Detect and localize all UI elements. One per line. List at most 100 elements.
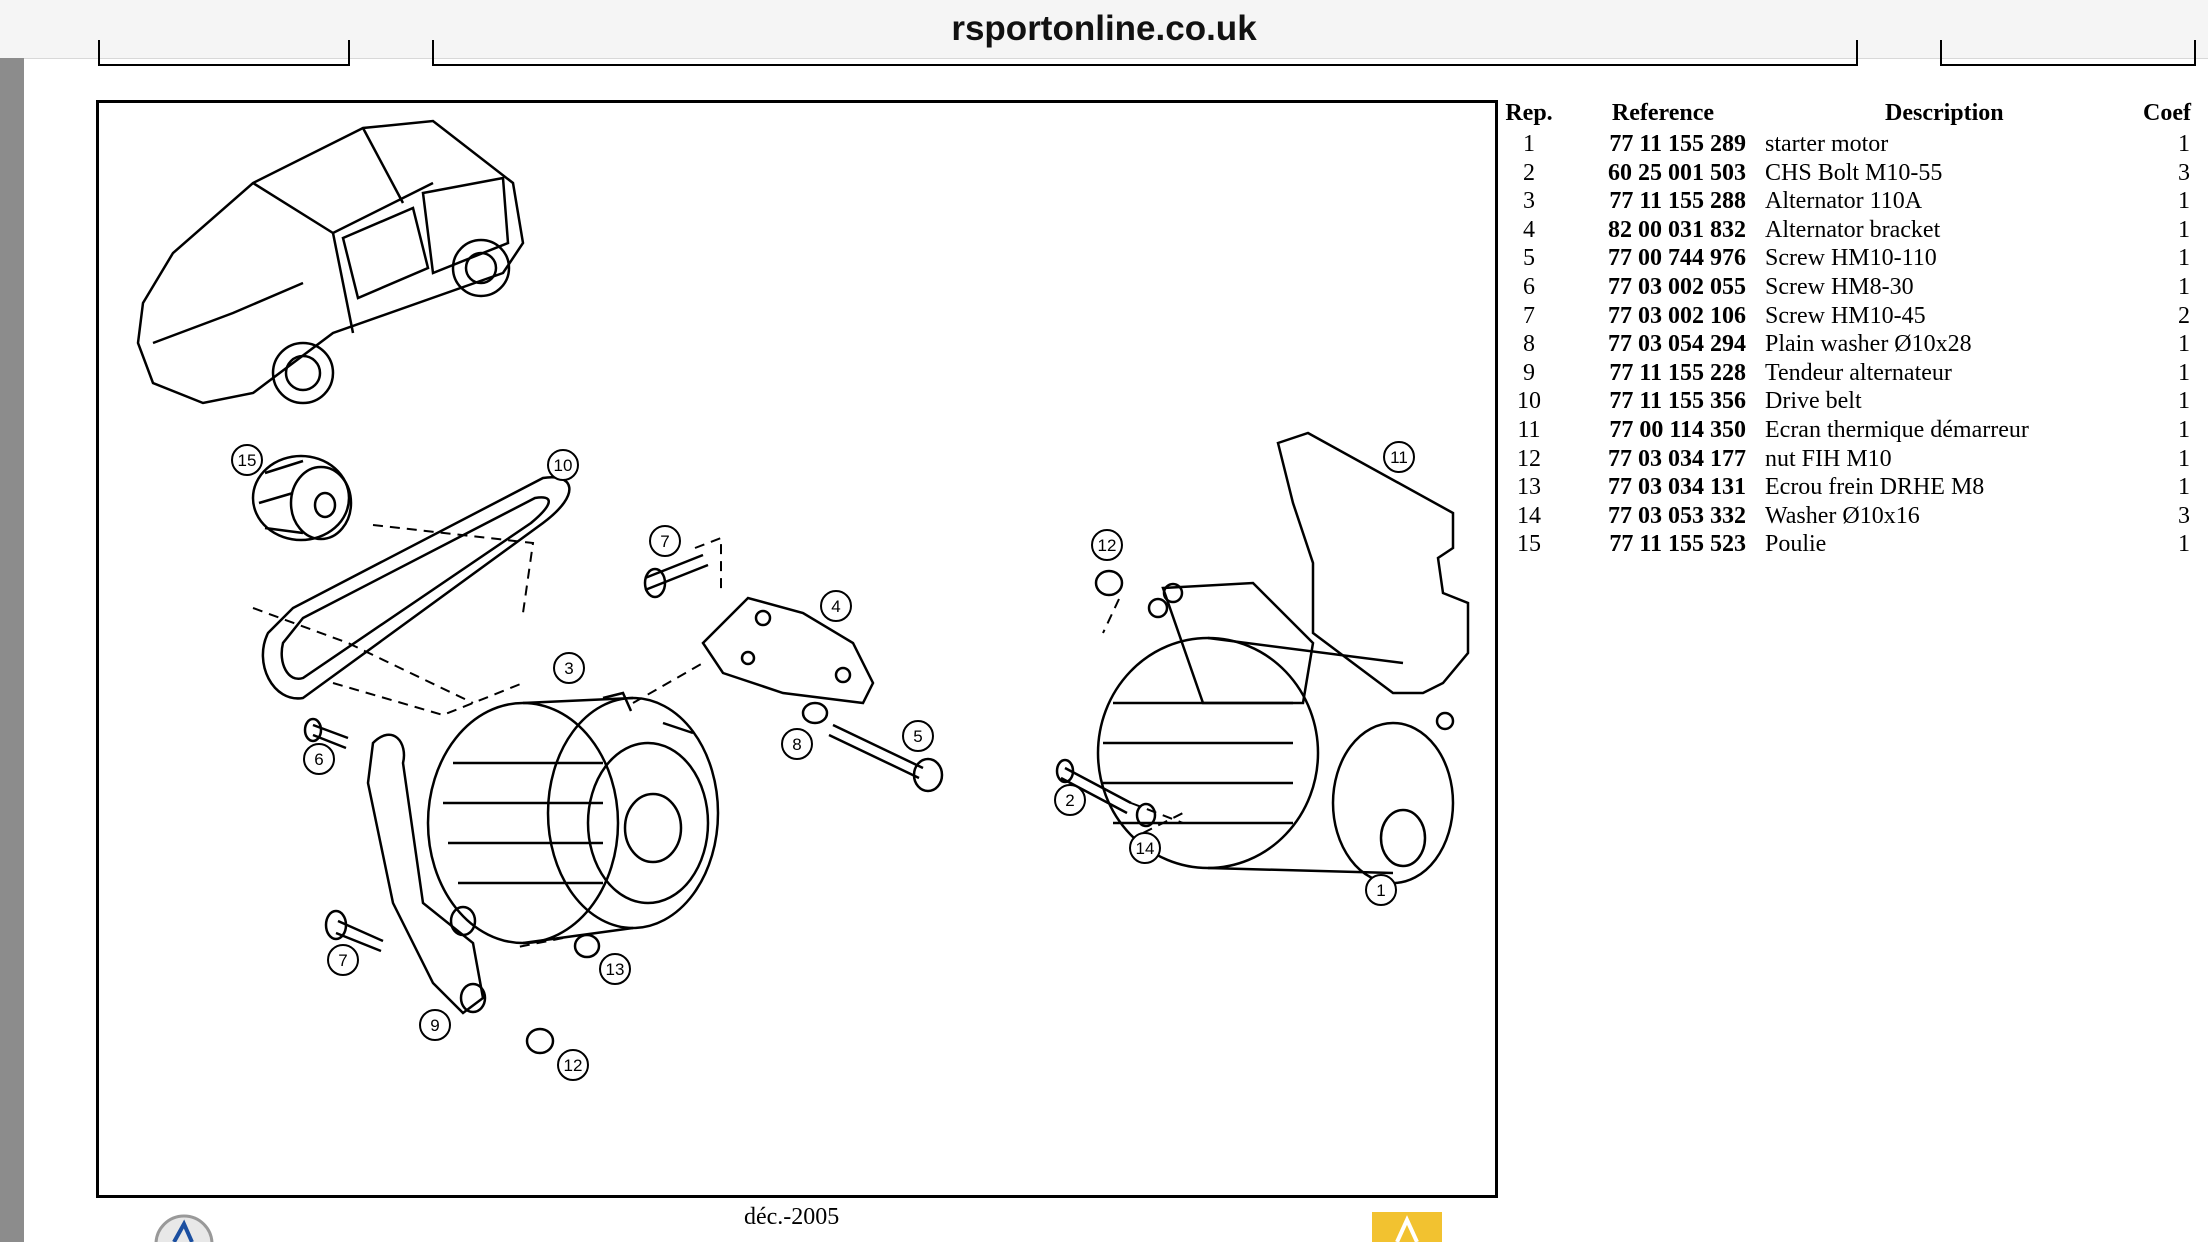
coef-cell: 1 (2178, 273, 2190, 300)
reference-cell: 77 11 155 356 (1609, 388, 1746, 415)
rep-cell: 1 (1523, 131, 1535, 157)
rep-cell: 8 (1523, 331, 1535, 358)
reference-cell: 82 00 031 832 (1608, 216, 1746, 243)
car-illustration (136, 119, 525, 405)
table-row: 6 77 03 002 055 Screw HM8-30 1 (1500, 273, 2208, 302)
belt-part (261, 475, 571, 700)
url-text[interactable]: rsportonline.co.uk (951, 9, 1257, 48)
callout-12-right: 12 (1098, 536, 1117, 555)
callout-2: 2 (1065, 791, 1074, 810)
description-cell: Plain washer Ø10x28 (1765, 331, 1972, 358)
coef-cell: 1 (2178, 216, 2190, 243)
header-reference: Reference (1611, 100, 1715, 126)
callout-6: 6 (314, 750, 323, 769)
rep-cell: 2 (1523, 159, 1535, 186)
coef-cell: 3 (2178, 502, 2190, 529)
callout-4: 4 (831, 597, 840, 616)
reference-cell: 60 25 001 503 (1608, 159, 1746, 186)
table-row: 1 77 11 155 289 starter motor 1 (1500, 130, 2208, 159)
rep-cell: 11 (1517, 416, 1541, 443)
description-cell: Drive belt (1765, 388, 1862, 415)
bolt-part (644, 553, 709, 592)
coef-cell: 1 (2178, 388, 2190, 415)
coef-cell: 1 (2178, 188, 2190, 215)
description-cell: Ecran thermique démarreur (1765, 416, 2029, 443)
alternator-part (426, 691, 720, 945)
reference-cell: 77 00 744 976 (1608, 245, 1746, 272)
description-cell: Ecrou frein DRHE M8 (1765, 474, 1985, 501)
rep-cell: 5 (1523, 245, 1535, 272)
callout-9: 9 (430, 1016, 439, 1035)
coef-cell: 1 (2178, 445, 2190, 472)
header-coef: Coef (2143, 100, 2191, 126)
rep-cell: 15 (1517, 531, 1541, 558)
coef-cell: 1 (2178, 531, 2190, 558)
callout-8: 8 (792, 735, 801, 754)
reference-cell: 77 03 002 106 (1608, 302, 1746, 329)
description-cell: nut FIH M10 (1765, 445, 1892, 472)
callout-3: 3 (564, 659, 573, 678)
rep-cell: 10 (1517, 388, 1541, 415)
callout-13: 13 (606, 960, 625, 979)
tensioner-part (366, 733, 487, 1015)
header-rep: Rep. (1505, 100, 1553, 126)
rep-cell: 6 (1523, 273, 1535, 300)
browser-address-bar[interactable]: rsportonline.co.uk (0, 0, 2208, 59)
bracket-part (701, 596, 875, 705)
diagram-drawing: 15 10 7 4 3 6 8 5 12 11 2 14 1 7 13 9 12 (136, 119, 1470, 1081)
description-cell: starter motor (1765, 131, 1889, 157)
reference-cell: 77 03 034 131 (1608, 474, 1746, 501)
coef-cell: 1 (2178, 474, 2190, 501)
description-cell: Poulie (1765, 531, 1827, 558)
starter-motor-part (1096, 581, 1455, 885)
rep-cell: 12 (1517, 445, 1541, 472)
coef-cell: 1 (2178, 416, 2190, 443)
table-row: 12 77 03 034 177 nut FIH M10 1 (1500, 445, 2208, 474)
reference-cell: 77 03 034 177 (1608, 445, 1746, 472)
description-cell: Alternator bracket (1765, 216, 1941, 243)
header-description: Description (1885, 100, 2004, 126)
rep-cell: 14 (1517, 502, 1541, 529)
pulley-part (251, 454, 353, 542)
description-cell: Alternator 110A (1765, 188, 1923, 215)
renault-logo (1372, 1212, 1442, 1243)
callout-7-bottom: 7 (338, 951, 347, 970)
description-cell: Washer Ø10x16 (1765, 502, 1920, 529)
reference-cell: 77 11 155 288 (1609, 188, 1746, 215)
callout-10: 10 (554, 456, 573, 475)
rep-cell: 7 (1523, 302, 1535, 329)
callout-1: 1 (1376, 881, 1385, 900)
table-row: 4 82 00 031 832 Alternator bracket 1 (1500, 216, 2208, 245)
rep-cell: 9 (1523, 359, 1535, 386)
alpine-logo (152, 1212, 216, 1242)
coef-cell: 2 (2178, 302, 2190, 329)
callout-11: 11 (1390, 448, 1408, 467)
table-row: 13 77 03 034 131 Ecrou frein DRHE M8 1 (1500, 473, 2208, 502)
coef-cell: 1 (2178, 131, 2190, 157)
rep-cell: 4 (1523, 216, 1535, 243)
reference-cell: 77 03 053 332 (1608, 502, 1746, 529)
table-row: 11 77 00 114 350 Ecran thermique démarreur… (1500, 416, 2208, 445)
parts-table-header: Rep. Reference Description Coef (1500, 96, 2208, 130)
reference-cell: 77 11 155 289 (1609, 131, 1746, 157)
rep-cell: 13 (1517, 474, 1541, 501)
description-cell: Tendeur alternateur (1765, 359, 1952, 386)
exploded-parts-diagram: 15 10 7 4 3 6 8 5 12 11 2 14 1 7 13 9 12 (96, 100, 1498, 1198)
description-cell: Screw HM10-110 (1765, 245, 1937, 272)
callouts (231, 441, 1415, 1081)
header-frame-center (432, 40, 1858, 66)
reference-cell: 77 00 114 350 (1609, 416, 1746, 443)
description-cell: Screw HM8-30 (1765, 273, 1914, 300)
description-cell: CHS Bolt M10-55 (1765, 159, 1943, 186)
callout-5: 5 (913, 727, 922, 746)
reference-cell: 77 11 155 228 (1609, 359, 1746, 386)
callout-12-bottom: 12 (564, 1056, 583, 1075)
table-row: 10 77 11 155 356 Drive belt 1 (1500, 387, 2208, 416)
reference-cell: 77 03 002 055 (1608, 273, 1746, 300)
